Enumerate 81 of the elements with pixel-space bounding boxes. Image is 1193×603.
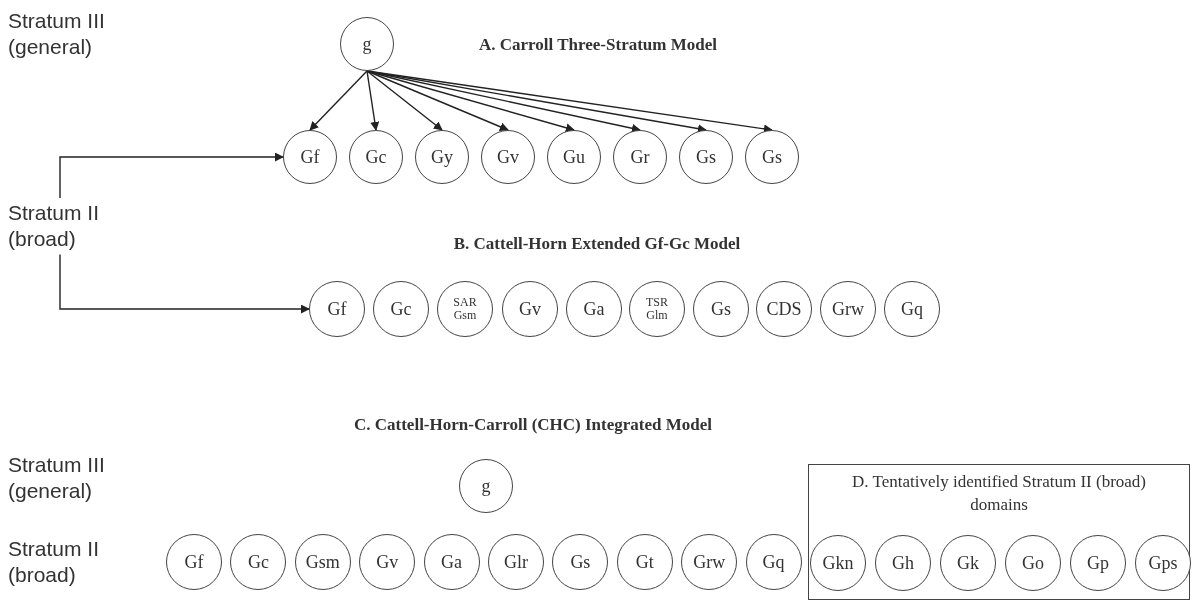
stratum-label: Stratum III (general) [8, 8, 158, 61]
ability-code: Gh [892, 554, 914, 572]
ability-circle [940, 535, 996, 591]
ability-circle [810, 535, 866, 591]
domain-box [808, 464, 1190, 600]
ability-code: Gs [762, 148, 782, 166]
ability-code: Gf [300, 148, 320, 166]
ability-code: Gq [762, 553, 785, 571]
arrow [309, 70, 368, 131]
stratum-label: Stratum II (broad) [8, 200, 158, 253]
ability-code: Gs [696, 148, 716, 166]
model-heading: C. Cattell-Horn-Carroll (CHC) Integrated Model [354, 415, 712, 435]
ability-code: Gf [327, 300, 347, 318]
stratum-label: Stratum III (general) [8, 452, 158, 505]
ability-circle [679, 130, 733, 184]
ability-code: Ga [441, 553, 463, 571]
ability-code: Gy [431, 148, 453, 166]
ability-circle [547, 130, 601, 184]
ability-circle [373, 281, 429, 337]
ability-circle [756, 281, 812, 337]
ability-circle [340, 17, 394, 71]
ability-code: TSR [646, 296, 668, 309]
ability-circle [884, 281, 940, 337]
ability-circle [309, 281, 365, 337]
ability-code: g [362, 35, 372, 53]
ability-code: Gc [390, 300, 412, 318]
ability-code: Gc [365, 148, 387, 166]
ability-code: Glm [646, 309, 668, 322]
ability-code: Gv [519, 300, 541, 318]
ability-code: g [481, 477, 491, 495]
ability-code: Grw [832, 300, 864, 318]
ability-circle [566, 281, 622, 337]
ability-circle [283, 130, 337, 184]
ability-circle [166, 534, 222, 590]
ability-code: Gv [376, 553, 399, 571]
ability-circle [629, 281, 685, 337]
ability-code: Gsm [305, 553, 340, 571]
ability-circle [488, 534, 544, 590]
model-heading: B. Cattell-Horn Extended Gf-Gc Model [453, 234, 741, 254]
ability-code: Glr [504, 553, 528, 571]
ability-circle [415, 130, 469, 184]
ability-code: Gp [1087, 554, 1109, 572]
ability-code: Gt [635, 553, 654, 571]
ability-circle [349, 130, 403, 184]
ability-code: CDS [766, 300, 802, 318]
ability-circle [1135, 535, 1191, 591]
ability-code: Gf [184, 553, 204, 571]
ability-circle [875, 535, 931, 591]
ability-circle [437, 281, 493, 337]
ability-circle [459, 459, 513, 513]
ability-circle [613, 130, 667, 184]
arrow [59, 253, 310, 314]
ability-code: Gk [957, 554, 979, 572]
ability-code: Gps [1148, 554, 1178, 572]
arrow [366, 70, 380, 131]
ability-code: Gkn [822, 554, 854, 572]
ability-code: Gr [630, 148, 650, 166]
ability-code: Gv [497, 148, 519, 166]
ability-circle [502, 281, 558, 337]
ability-circle [693, 281, 749, 337]
ability-code: Gs [570, 553, 591, 571]
ability-code: SAR [453, 296, 477, 309]
model-heading: A. Carroll Three-Stratum Model [479, 35, 717, 55]
ability-circle [1005, 535, 1061, 591]
stratum-label: Stratum II (broad) [8, 536, 158, 589]
ability-code: Gsm [453, 309, 477, 322]
ability-code: Ga [583, 300, 605, 318]
arrow [59, 152, 284, 199]
arrow [366, 70, 443, 131]
ability-code: Gc [247, 553, 269, 571]
ability-code: Gs [711, 300, 731, 318]
ability-circle [745, 130, 799, 184]
ability-circle [1070, 535, 1126, 591]
ability-code: Go [1022, 554, 1044, 572]
ability-code: Gu [563, 148, 585, 166]
ability-circle [481, 130, 535, 184]
box-title: D. Tentatively identified Stratum II (broad) domains [851, 471, 1147, 516]
ability-code: Gq [901, 300, 923, 318]
ability-circle [820, 281, 876, 337]
ability-code: Grw [693, 553, 726, 571]
arrow [366, 70, 509, 131]
